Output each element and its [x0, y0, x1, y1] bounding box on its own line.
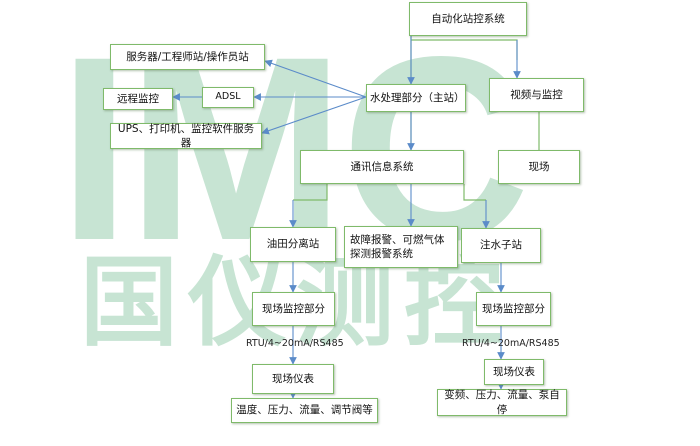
arrow-water-to-servers — [264, 59, 367, 98]
node-water-treatment: 水处理部分（主站） — [366, 84, 466, 112]
node-servers: 服务器/工程师站/操作员站 — [110, 44, 265, 70]
node-water-treatment-label: 水处理部分（主站） — [370, 91, 465, 104]
node-adsl: ADSL — [202, 87, 254, 108]
node-params-left: 温度、压力、流量、调节阀等 — [231, 398, 378, 423]
node-params-left-label: 温度、压力、流量、调节阀等 — [236, 404, 373, 417]
protocol-label-left: RTU/4~20mA/RS485 — [246, 338, 344, 349]
node-ups-printer: UPS、打印机、监控软件服务器 — [110, 123, 262, 149]
connector-comm-to-oil — [293, 184, 328, 201]
node-fault-alarm: 故障报警、可燃气体探测报警系统 — [344, 226, 458, 268]
node-field-monitor-left: 现场监控部分 — [252, 292, 335, 326]
node-comm-system: 通讯信息系统 — [300, 150, 464, 184]
node-field-monitor-right-label: 现场监控部分 — [482, 302, 545, 315]
node-comm-system-label: 通讯信息系统 — [350, 160, 414, 173]
node-servers-label: 服务器/工程师站/操作员站 — [126, 50, 249, 63]
node-remote-monitor-label: 远程监控 — [117, 92, 159, 105]
node-field-instrument-right-label: 现场仪表 — [493, 365, 535, 378]
node-fault-alarm-label: 故障报警、可燃气体探测报警系统 — [350, 233, 445, 260]
node-adsl-label: ADSL — [215, 91, 241, 103]
node-remote-monitor: 远程监控 — [103, 88, 173, 110]
node-field-right-label: 现场 — [528, 160, 550, 173]
node-field-monitor-left-label: 现场监控部分 — [262, 302, 325, 315]
connector-auto-to-video — [411, 39, 518, 60]
node-ups-printer-label: UPS、打印机、监控软件服务器 — [117, 122, 255, 149]
node-video-monitor: 视频与监控 — [489, 78, 584, 112]
node-water-injection-label: 注水子站 — [480, 239, 522, 252]
node-oil-field-station-label: 油田分离站 — [266, 238, 320, 251]
node-video-monitor-label: 视频与监控 — [510, 88, 563, 101]
node-params-right-label: 变频、压力、流量、泵自停 — [444, 389, 560, 416]
arrow-links — [172, 22, 521, 399]
protocol-label-right: RTU/4~20mA/RS485 — [462, 338, 560, 349]
node-auto-station: 自动化站控系统 — [409, 2, 527, 36]
node-field-monitor-right: 现场监控部分 — [476, 292, 551, 326]
node-field-instrument-right: 现场仪表 — [484, 359, 544, 385]
node-oil-field-station: 油田分离站 — [250, 227, 336, 262]
node-auto-station-label: 自动化站控系统 — [431, 12, 505, 25]
node-field-instrument-left: 现场仪表 — [252, 364, 334, 394]
node-water-injection: 注水子站 — [461, 228, 541, 263]
node-field-instrument-left-label: 现场仪表 — [272, 372, 314, 385]
arrow-water-to-ups — [261, 96, 367, 135]
connector-comm-to-water-inj — [463, 184, 486, 201]
node-field-right: 现场 — [498, 150, 580, 184]
node-params-right: 变频、压力、流量、泵自停 — [437, 389, 567, 416]
